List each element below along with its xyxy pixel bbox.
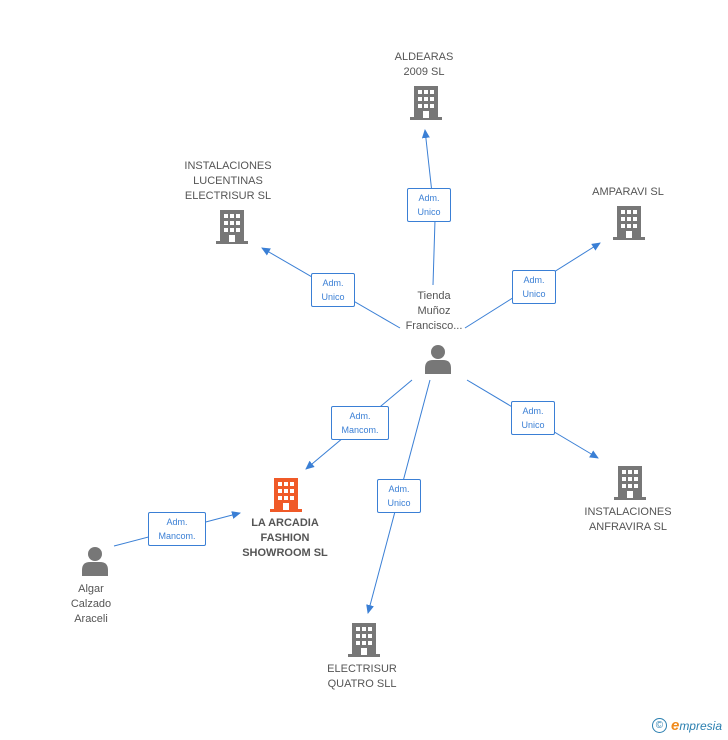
person-icon[interactable] [80,546,110,576]
person-icon[interactable] [423,344,453,374]
relationship-badge-lucentinas[interactable]: Adm. Unico [311,273,355,307]
building-icon[interactable] [348,623,380,657]
brand-footer: © empresia [651,717,722,734]
relationship-badge-anfravira[interactable]: Adm. Unico [511,401,555,435]
relationship-badge-aldearas[interactable]: Adm. Unico [407,188,451,222]
company-label-aldearas[interactable]: ALDEARAS 2009 SL [394,51,454,78]
building-icon[interactable] [216,210,248,244]
person-label-tienda[interactable]: Tienda Muñoz Francisco... [405,290,463,332]
company-label-lucentinas[interactable]: INSTALACIONES LUCENTINAS ELECTRISUR SL [184,160,272,202]
company-label-electrisur-quatro[interactable]: ELECTRISUR QUATRO SLL [327,663,397,690]
relationship-badge-electrisur-quatro[interactable]: Adm. Unico [377,479,421,513]
relationship-badge-algar-mancom[interactable]: Adm. Mancom. [148,512,206,546]
relationship-badge-amparavi[interactable]: Adm. Unico [512,270,556,304]
building-icon[interactable] [410,86,442,120]
company-label-arcadia[interactable]: LA ARCADIA FASHION SHOWROOM SL [242,517,328,559]
building-icon[interactable] [270,478,302,512]
company-label-amparavi[interactable]: AMPARAVI SL [592,186,664,198]
copyright-icon: © [651,718,667,733]
company-label-anfravira[interactable]: INSTALACIONES ANFRAVIRA SL [584,506,672,533]
building-icon[interactable] [614,466,646,500]
building-icon[interactable] [613,206,645,240]
person-label-algar[interactable]: Algar Calzado Araceli [70,583,112,625]
brand-logo[interactable]: empresia [670,717,722,734]
relationship-badge-arcadia-mancom[interactable]: Adm. Mancom. [331,406,389,440]
